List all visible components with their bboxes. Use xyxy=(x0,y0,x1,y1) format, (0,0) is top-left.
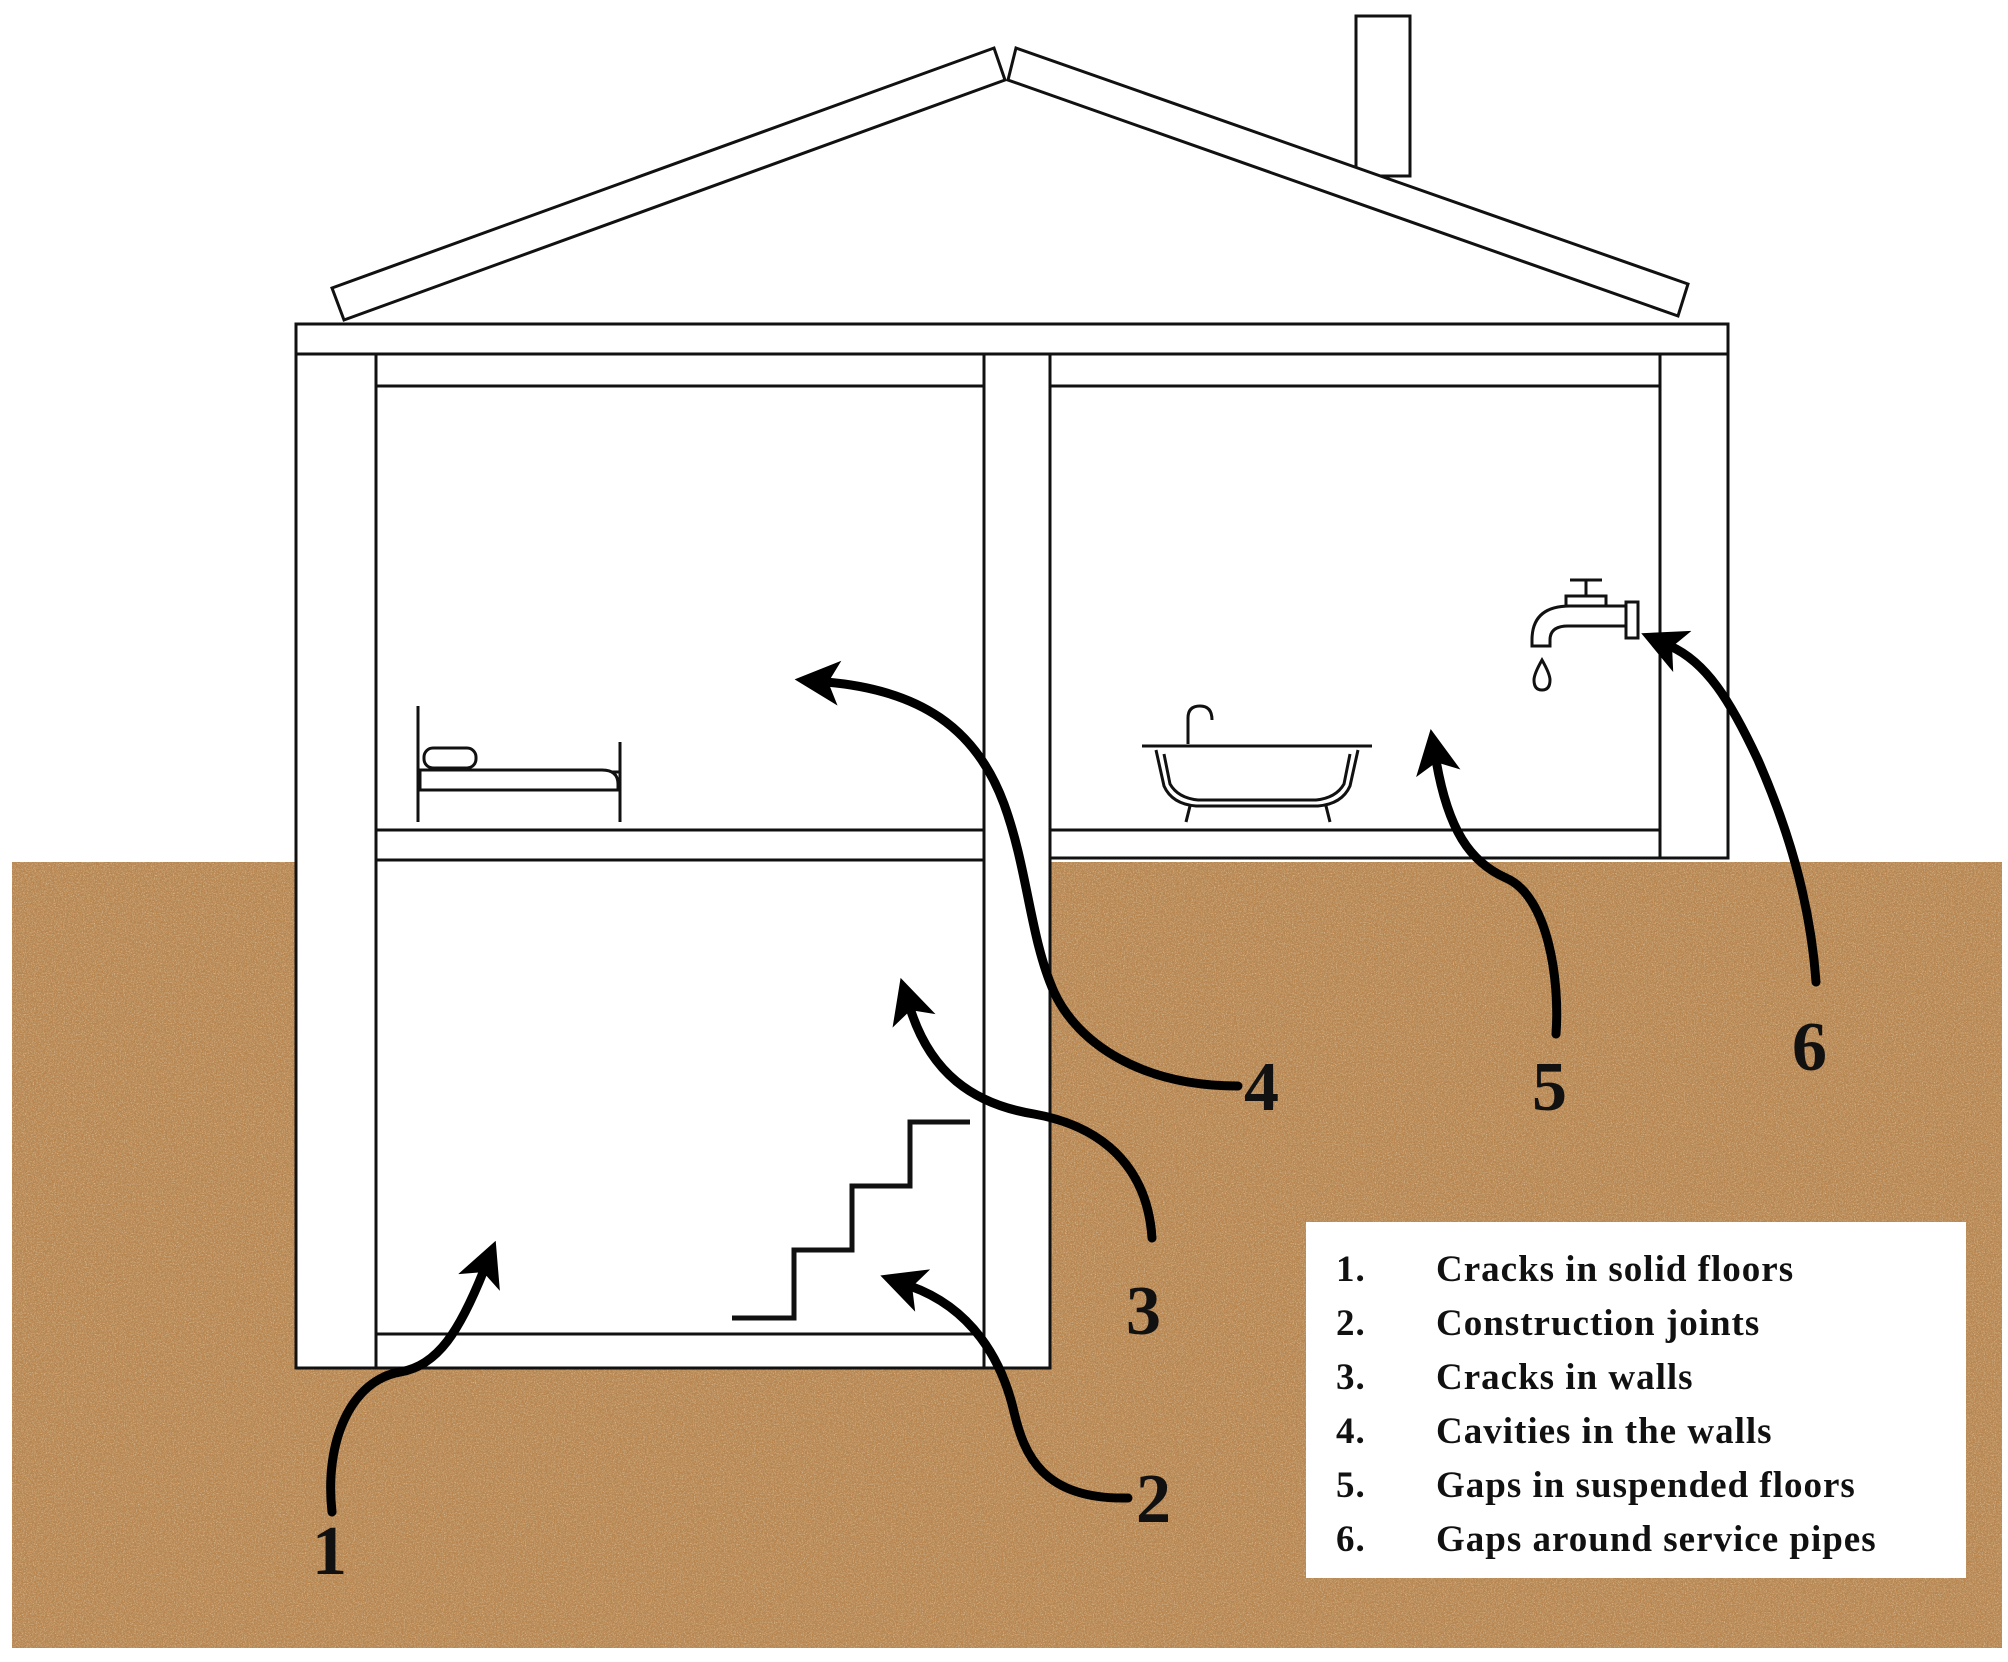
legend-number: 3. xyxy=(1336,1356,1366,1398)
right-wall xyxy=(1658,352,1730,860)
legend-number: 4. xyxy=(1336,1410,1366,1452)
entry-label-5: 5 xyxy=(1532,1049,1567,1126)
legend-item: 1. Cracks in solid floors xyxy=(1336,1242,1966,1296)
arrow-3 xyxy=(892,977,1157,1243)
arrow-4 xyxy=(794,660,1243,1091)
legend-item: 2. Construction joints xyxy=(1336,1296,1966,1350)
legend-number: 6. xyxy=(1336,1518,1366,1560)
legend-item: 3. Cracks in walls xyxy=(1336,1350,1966,1404)
legend-text: Gaps around service pipes xyxy=(1436,1518,1877,1560)
entry-label-4: 4 xyxy=(1244,1049,1279,1126)
legend-number: 2. xyxy=(1336,1302,1366,1344)
legend-number: 5. xyxy=(1336,1464,1366,1506)
suspended-floor-right xyxy=(1048,828,1662,860)
legend-text: Construction joints xyxy=(1436,1302,1761,1344)
basement-cutout xyxy=(296,858,1050,1368)
legend-text: Gaps in suspended floors xyxy=(1436,1464,1856,1506)
arrow-1 xyxy=(326,1240,500,1517)
legend-number: 1. xyxy=(1336,1248,1366,1290)
legend-text: Cracks in solid floors xyxy=(1436,1248,1795,1290)
entry-labels: 1 2 3 4 5 6 xyxy=(312,1009,1827,1590)
roof-beam xyxy=(294,322,1730,356)
entry-label-6: 6 xyxy=(1792,1009,1827,1086)
arrow-6 xyxy=(1641,630,1821,987)
arrow-5 xyxy=(1416,728,1562,1039)
arrow-2 xyxy=(880,1269,1133,1503)
legend-text: Cavities in the walls xyxy=(1436,1410,1773,1452)
staircase-icon xyxy=(732,1119,970,1321)
bathtub-icon xyxy=(1142,704,1372,823)
entry-label-1: 1 xyxy=(312,1513,347,1590)
legend-text: Cracks in walls xyxy=(1436,1356,1694,1398)
legend-item: 5. Gaps in suspended floors xyxy=(1336,1458,1966,1512)
entry-arrows xyxy=(326,630,1821,1517)
legend-item: 4. Cavities in the walls xyxy=(1336,1404,1966,1458)
suspended-floor-left xyxy=(374,828,986,862)
legend-item: 6. Gaps around service pipes xyxy=(1336,1512,1966,1566)
water-drop-icon xyxy=(1532,656,1552,692)
basement-floor xyxy=(374,1332,986,1370)
entry-label-3: 3 xyxy=(1126,1273,1161,1350)
left-wall xyxy=(294,352,378,1370)
faucet-icon xyxy=(1530,578,1640,648)
ceiling-right xyxy=(1048,352,1662,388)
legend: 1. Cracks in solid floors 2. Constructio… xyxy=(1306,1222,1966,1578)
chimney-icon xyxy=(1354,14,1412,178)
entry-label-2: 2 xyxy=(1136,1461,1171,1538)
ceiling-left xyxy=(374,352,986,388)
roof-left xyxy=(330,46,1007,322)
roof-right xyxy=(1006,46,1690,318)
bed-icon xyxy=(416,706,622,822)
